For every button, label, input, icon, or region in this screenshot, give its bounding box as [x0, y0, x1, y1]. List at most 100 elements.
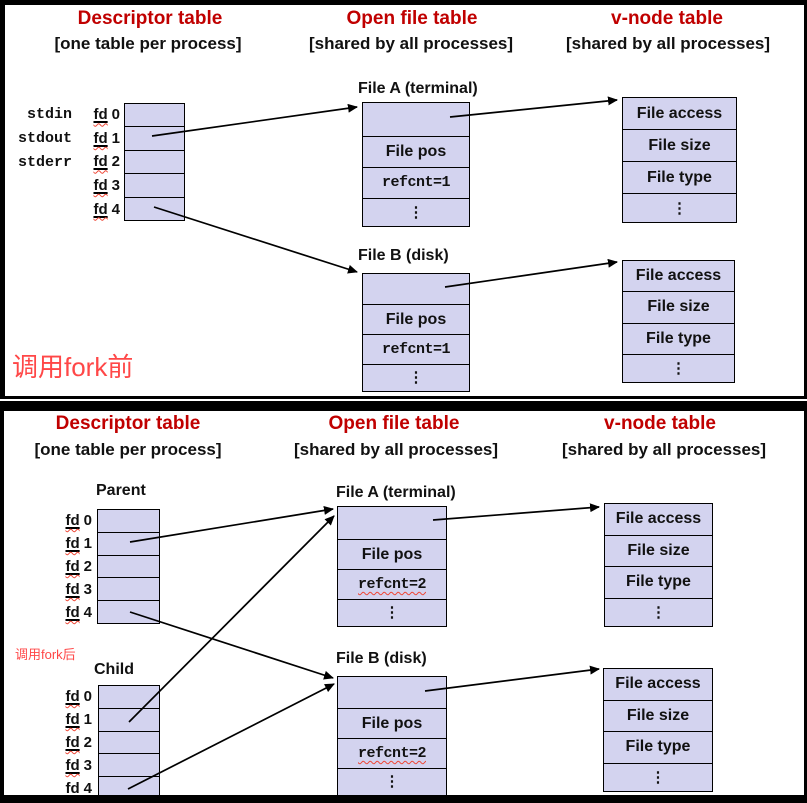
open-file-table-a-after: File pos refcnt=2 ⋮	[337, 506, 447, 627]
file-pos-cell: File pos	[363, 136, 469, 167]
file-size-cell: File size	[605, 534, 712, 567]
file-size-cell: File size	[623, 291, 734, 322]
fd0-slot	[125, 104, 184, 126]
column-subtitle-vnode-before: [shared by all processes]	[565, 34, 771, 53]
vnode-table-a-before: File access File size File type ⋮	[622, 97, 737, 223]
column-header-vnode-table-after: v-node table	[604, 413, 716, 434]
file-ptr-cell	[338, 677, 446, 708]
ellipsis-cell: ⋮	[338, 767, 446, 795]
file-ptr-cell	[363, 103, 469, 136]
arrow-fileA-to-vnodeA-before	[449, 96, 618, 118]
ellipsis-cell: ⋮	[338, 598, 446, 626]
section-divider	[0, 401, 807, 411]
vnode-table-a-after: File access File size File type ⋮	[604, 503, 713, 627]
column-header-vnode-table-before: v-node table	[611, 8, 723, 29]
child-label: Child	[94, 661, 134, 678]
column-header-descriptor-table-before: Descriptor table	[77, 8, 223, 29]
file-pos-cell: File pos	[338, 708, 446, 738]
ellipsis-cell: ⋮	[623, 193, 736, 222]
ellipsis-cell: ⋮	[623, 353, 734, 382]
std-stream-labels: stdin stdout stderr	[4, 103, 72, 174]
stdout-label: stdout	[17, 130, 72, 147]
file-a-title-before: File A (terminal)	[358, 80, 478, 97]
file-ptr-cell	[363, 274, 469, 304]
fd0-slot	[98, 510, 159, 532]
descriptor-table-child	[98, 685, 160, 800]
fd3-slot	[125, 173, 184, 196]
parent-label: Parent	[96, 482, 146, 499]
bottom-edge-bar	[0, 795, 807, 803]
ellipsis-cell: ⋮	[604, 762, 712, 792]
arrow-fileB-to-vnodeB-after	[424, 665, 600, 692]
file-size-cell: File size	[604, 699, 712, 732]
file-type-cell: File type	[605, 566, 712, 598]
file-type-cell: File type	[623, 161, 736, 193]
file-access-cell: File access	[615, 675, 701, 693]
ellipsis-cell: ⋮	[363, 363, 469, 391]
file-access-cell: File access	[615, 510, 702, 528]
file-type-cell: File type	[604, 731, 712, 763]
descriptor-table-before	[124, 103, 185, 221]
column-subtitle-open-file-before: [shared by all processes]	[308, 34, 514, 53]
file-a-title-after: File A (terminal)	[336, 484, 456, 501]
refcnt-cell: refcnt=2	[338, 738, 446, 767]
fd0-slot	[99, 686, 159, 708]
file-access-cell: File access	[635, 267, 722, 285]
fd2-slot	[125, 149, 184, 173]
before-fork-annotation: 调用fork前	[12, 352, 134, 382]
ellipsis-cell: ⋮	[605, 597, 712, 627]
stdin-label: stdin	[26, 106, 72, 124]
open-file-table-b-after: File pos refcnt=2 ⋮	[337, 676, 447, 796]
column-subtitle-descriptor-after: [one table per process]	[34, 440, 222, 459]
refcnt-cell: refcnt=1	[363, 167, 469, 197]
column-subtitle-vnode-after: [shared by all processes]	[561, 440, 767, 459]
descriptor-table-parent	[97, 509, 160, 624]
column-header-open-file-table-after: Open file table	[328, 413, 460, 434]
refcnt-cell: refcnt=2	[338, 569, 446, 598]
file-type-cell: File type	[623, 322, 734, 354]
file-access-cell: File access	[636, 104, 723, 122]
column-header-descriptor-table-after: Descriptor table	[55, 413, 201, 434]
fd1-slot	[98, 531, 159, 555]
fd2-slot	[98, 554, 159, 578]
fd4-slot	[125, 196, 184, 220]
arrow-fileA-to-vnodeA-after	[432, 503, 600, 521]
column-subtitle-open-file-after: [shared by all processes]	[293, 440, 499, 459]
after-fork-annotation: 调用fork后	[15, 647, 76, 662]
file-pos-cell: File pos	[363, 304, 469, 334]
fd3-slot	[98, 577, 159, 600]
fd3-slot	[99, 753, 159, 776]
column-subtitle-descriptor-before: [one table per process]	[54, 34, 242, 53]
vnode-table-b-after: File access File size File type ⋮	[603, 668, 713, 792]
vnode-table-b-before: File access File size File type ⋮	[622, 260, 735, 383]
fd1-slot	[99, 707, 159, 731]
open-file-table-b-before: File pos refcnt=1 ⋮	[362, 273, 470, 392]
stderr-label: stderr	[17, 153, 72, 171]
arrow-parent-fd4-to-fileB	[129, 611, 334, 680]
column-header-open-file-table-before: Open file table	[346, 8, 478, 29]
fd4-slot	[98, 600, 159, 623]
file-size-cell: File size	[623, 129, 736, 161]
fd2-slot	[99, 730, 159, 754]
arrow-fileB-to-vnodeB-before	[444, 258, 618, 288]
open-file-table-a-before: File pos refcnt=1 ⋮	[362, 102, 470, 227]
refcnt-cell: refcnt=1	[363, 334, 469, 363]
